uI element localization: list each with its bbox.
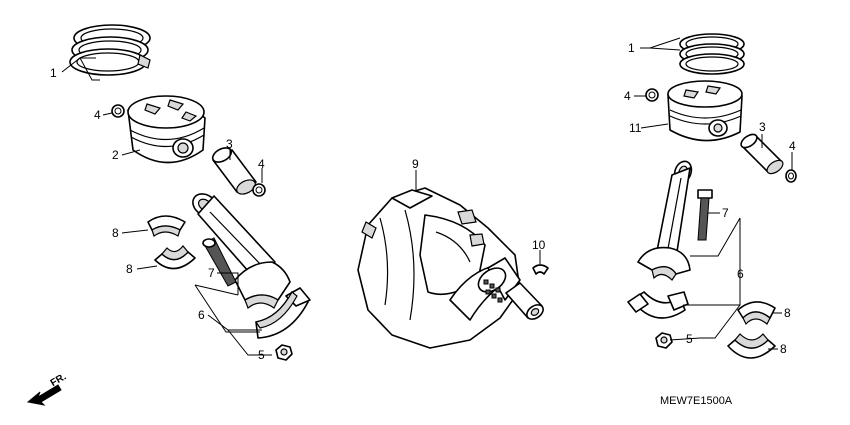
left-leader-lines xyxy=(61,57,272,356)
right-piston-clip-lower xyxy=(785,169,797,183)
callout-right-11: 11 xyxy=(629,121,642,135)
right-rod-nut xyxy=(655,332,673,349)
left-rod-nut xyxy=(275,344,293,361)
right-piston-pin xyxy=(740,133,784,175)
callout-left-6: 6 xyxy=(198,308,205,322)
callout-center-9: 9 xyxy=(412,157,419,171)
right-piston xyxy=(667,80,743,142)
callout-labels: 1 4 2 3 4 8 8 7 6 5 9 10 1 4 11 3 4 7 6 … xyxy=(49,41,796,407)
left-bearing-lower xyxy=(154,245,196,270)
right-rod-bolt xyxy=(697,189,713,241)
right-piston-rings xyxy=(679,33,745,75)
left-piston xyxy=(127,95,206,164)
left-bearing-upper xyxy=(147,215,186,237)
callout-right-4-lower: 4 xyxy=(789,139,796,153)
callout-right-3: 3 xyxy=(759,120,766,134)
callout-right-5: 5 xyxy=(686,332,693,346)
callout-left-4-lower: 4 xyxy=(258,157,265,171)
left-rod-cap xyxy=(254,287,311,339)
right-bearing-upper xyxy=(737,301,776,326)
callout-left-7: 7 xyxy=(208,266,215,280)
left-piston-clip-upper xyxy=(111,104,125,118)
right-connecting-rod xyxy=(637,160,693,281)
front-direction-label: FR. xyxy=(49,371,69,389)
right-rod-cap xyxy=(627,291,689,319)
callout-right-7: 7 xyxy=(722,206,729,220)
callout-left-2: 2 xyxy=(112,148,119,162)
callout-right-8-upper: 8 xyxy=(784,306,791,320)
woodruff-key xyxy=(532,264,549,275)
callout-left-4-upper: 4 xyxy=(94,108,101,122)
left-connecting-rod xyxy=(192,193,291,310)
callout-right-1: 1 xyxy=(628,41,635,55)
left-rod-bolt xyxy=(202,237,237,287)
callout-left-3: 3 xyxy=(226,137,233,151)
callout-right-4-upper: 4 xyxy=(624,89,631,103)
left-piston-rings xyxy=(69,24,151,76)
center-leader-lines xyxy=(415,170,541,264)
callout-center-10: 10 xyxy=(532,238,546,252)
right-bearing-lower xyxy=(727,333,776,359)
right-leader-lines xyxy=(634,37,793,350)
crankshaft xyxy=(357,187,544,349)
callout-right-8-lower: 8 xyxy=(780,342,787,356)
left-piston-clip-lower xyxy=(252,183,266,197)
callout-left-8-upper: 8 xyxy=(112,226,119,240)
front-direction-arrow-icon xyxy=(26,384,62,406)
callout-right-6: 6 xyxy=(737,267,744,281)
callout-left-8-lower: 8 xyxy=(126,262,133,276)
callout-left-5: 5 xyxy=(258,348,265,362)
right-piston-clip-upper xyxy=(645,88,659,102)
diagram-code: MEW7E1500A xyxy=(660,395,733,407)
left-piston-pin xyxy=(211,147,257,195)
callout-left-1: 1 xyxy=(50,66,57,80)
